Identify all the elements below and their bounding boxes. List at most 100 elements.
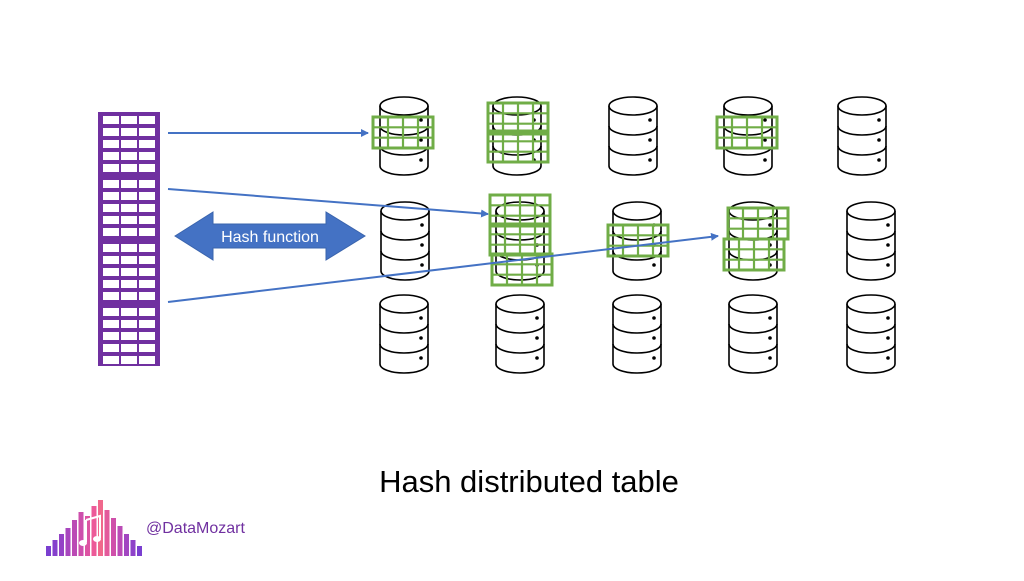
table-cell (103, 128, 119, 136)
database-icon (612, 294, 662, 374)
table-cell (121, 128, 137, 136)
table-cell (121, 164, 137, 172)
logo-bar (124, 534, 129, 556)
table-cell (121, 140, 137, 148)
table-cell (121, 244, 137, 252)
database-icon (379, 294, 429, 374)
logo-bar (104, 510, 110, 556)
table-cell (121, 308, 137, 316)
shard-grid (722, 237, 786, 272)
shard-grid (715, 115, 779, 150)
table-cell (139, 308, 155, 316)
music-note-icon (79, 514, 101, 546)
table-cell (121, 292, 137, 300)
table-cell (103, 164, 119, 172)
table-cell (103, 344, 119, 352)
table-cell (139, 204, 155, 212)
table-cell (103, 140, 119, 148)
table-cell (139, 268, 155, 276)
table-cell (121, 344, 137, 352)
logo-bar (72, 520, 77, 556)
shard-grid (486, 101, 550, 136)
logo-bar (91, 506, 97, 556)
distribution-arrow-2 (167, 188, 489, 218)
table-cell (139, 216, 155, 224)
brand-handle: @DataMozart (146, 520, 245, 537)
database-icon (608, 96, 658, 176)
logo-bar (130, 540, 136, 556)
table-cell (103, 180, 119, 188)
table-cell (121, 180, 137, 188)
table-cell (103, 204, 119, 212)
database-icon (728, 294, 778, 374)
database-icon (495, 294, 545, 374)
table-cell (103, 308, 119, 316)
logo-bar (111, 518, 116, 556)
table-cell (103, 152, 119, 160)
table-cell (121, 268, 137, 276)
table-cell (139, 180, 155, 188)
table-cell (103, 192, 119, 200)
table-cell (103, 116, 119, 124)
table-cell (121, 204, 137, 212)
table-cell (139, 140, 155, 148)
hash-function-label: Hash function (221, 229, 319, 246)
shard-grid (486, 129, 550, 164)
logo-bar (137, 546, 142, 556)
table-cell (103, 332, 119, 340)
table-cell (103, 268, 119, 276)
distribution-arrow-3 (167, 232, 719, 303)
table-cell (139, 344, 155, 352)
table-cell (121, 216, 137, 224)
logo-bar (59, 534, 64, 556)
logo-bar (117, 526, 123, 556)
double-arrow-icon (174, 211, 366, 261)
diagram-caption: Hash distributed table (379, 464, 679, 499)
table-cell (139, 164, 155, 172)
table-cell (103, 280, 119, 288)
table-cell (139, 320, 155, 328)
logo-bar (78, 512, 84, 556)
table-cell (121, 116, 137, 124)
database-icon (846, 201, 896, 281)
table-cell (121, 152, 137, 160)
logo-bar (52, 540, 58, 556)
shard-grid (490, 252, 554, 287)
database-icon (846, 294, 896, 374)
table-cell (103, 244, 119, 252)
table-cell (121, 228, 137, 236)
table-cell (121, 356, 137, 364)
distribution-arrows (167, 129, 719, 303)
equalizer-music-logo-icon (46, 500, 142, 556)
logo-bar (46, 546, 51, 556)
table-cell (139, 152, 155, 160)
table-cell (139, 116, 155, 124)
table-cell (121, 320, 137, 328)
table-cell (121, 332, 137, 340)
table-cell (139, 280, 155, 288)
table-cell (103, 256, 119, 264)
table-cell (139, 332, 155, 340)
table-cell (139, 192, 155, 200)
table-cell (121, 280, 137, 288)
table-cell (121, 256, 137, 264)
table-cell (139, 292, 155, 300)
database-icon (380, 201, 430, 281)
table-cell (103, 228, 119, 236)
source-table-icon (98, 112, 160, 366)
database-icon (837, 96, 887, 176)
table-cell (103, 292, 119, 300)
shard-grid (371, 115, 435, 150)
shard-grid (488, 193, 552, 228)
table-cell (103, 356, 119, 364)
hash-function-arrow: Hash function (174, 211, 366, 261)
table-cell (139, 128, 155, 136)
shard-overlays (371, 101, 790, 287)
logo-bar (85, 516, 90, 556)
table-cell (103, 216, 119, 224)
table-cell (139, 256, 155, 264)
table-cell (139, 356, 155, 364)
table-cell (139, 228, 155, 236)
